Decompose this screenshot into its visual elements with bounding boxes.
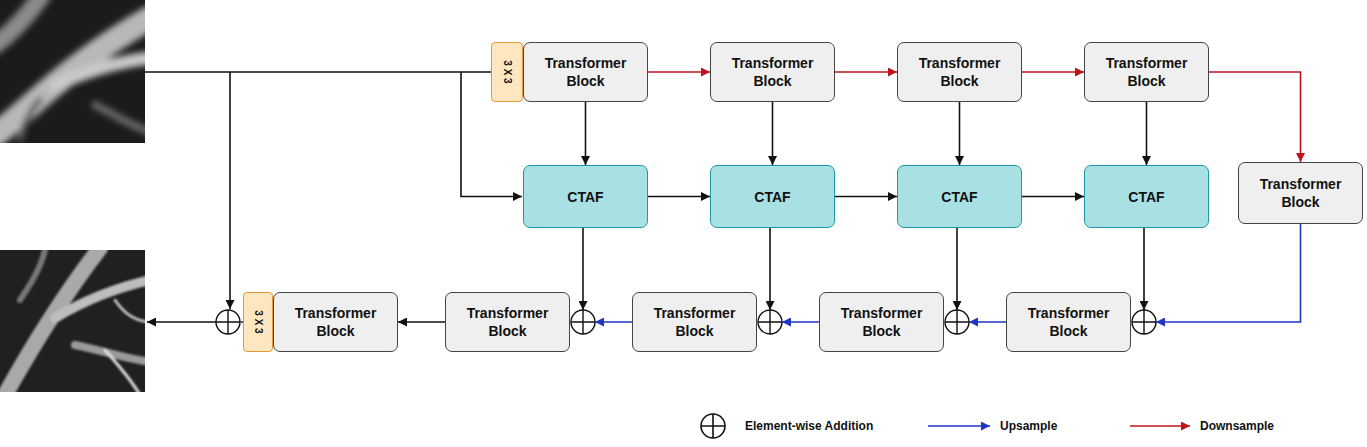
block-label: 3 X 3 xyxy=(501,60,513,83)
flow-arrow xyxy=(772,102,774,165)
block-label: Transformer Block xyxy=(1097,54,1197,90)
flow-arrow xyxy=(585,102,587,165)
block-label: 3 X 3 xyxy=(252,310,264,333)
ctaf-module: CTAF xyxy=(897,165,1022,228)
legend-label: Downsample xyxy=(1200,419,1274,433)
block-label: Transformer Block xyxy=(458,304,558,340)
downsample-arrow xyxy=(1209,72,1301,162)
conv-3x3: 3 X 3 xyxy=(243,292,273,352)
flow-arrow xyxy=(1146,102,1148,165)
flow-arrow xyxy=(648,196,710,198)
flow-arrow xyxy=(582,228,584,310)
downsample-arrow xyxy=(1022,71,1084,73)
flow-arrow xyxy=(1143,228,1145,310)
transformer-block: Transformer Block xyxy=(273,292,398,352)
legend-label: Upsample xyxy=(1000,419,1057,433)
block-label: Transformer Block xyxy=(536,54,636,90)
block-label: Transformer Block xyxy=(286,304,386,340)
block-label: Transformer Block xyxy=(645,304,745,340)
conv-3x3: 3 X 3 xyxy=(491,42,523,102)
input-image xyxy=(0,0,145,143)
block-label: CTAF xyxy=(567,188,603,206)
block-label: CTAF xyxy=(1128,188,1164,206)
skip-wires xyxy=(145,72,522,322)
ctaf-module: CTAF xyxy=(1084,165,1209,228)
flow-arrow xyxy=(1022,196,1084,198)
transformer-block: Transformer Block xyxy=(445,292,570,352)
transformer-block: Transformer Block xyxy=(632,292,757,352)
block-label: Transformer Block xyxy=(723,54,823,90)
upsample-arrow xyxy=(782,321,819,323)
flow-arrow xyxy=(956,228,958,310)
upsample-arrow xyxy=(595,321,632,323)
transformer-block: Transformer Block xyxy=(819,292,944,352)
block-label: Transformer Block xyxy=(832,304,932,340)
upsample-arrow xyxy=(969,321,1006,323)
block-label: Transformer Block xyxy=(1251,175,1351,211)
output-image xyxy=(0,250,145,392)
ctaf-module: CTAF xyxy=(710,165,835,228)
flow-arrow xyxy=(959,102,961,165)
transformer-block: Transformer Block xyxy=(710,42,835,102)
block-label: Transformer Block xyxy=(910,54,1010,90)
downsample-arrow xyxy=(648,71,710,73)
legend-label: Element-wise Addition xyxy=(745,419,873,433)
transformer-block: Transformer Block xyxy=(1238,162,1363,224)
downsample-arrow xyxy=(835,71,897,73)
flow-arrow xyxy=(835,196,897,198)
flow-arrow xyxy=(769,228,771,310)
flow-arrow xyxy=(398,321,445,323)
block-label: CTAF xyxy=(941,188,977,206)
block-label: Transformer Block xyxy=(1019,304,1119,340)
upsample-arrow xyxy=(1156,224,1301,322)
transformer-block: Transformer Block xyxy=(897,42,1022,102)
transformer-block: Transformer Block xyxy=(1006,292,1131,352)
transformer-block: Transformer Block xyxy=(523,42,648,102)
legend-samples xyxy=(701,414,1190,438)
ctaf-module: CTAF xyxy=(523,165,648,228)
block-label: CTAF xyxy=(754,188,790,206)
transformer-block: Transformer Block xyxy=(1084,42,1209,102)
